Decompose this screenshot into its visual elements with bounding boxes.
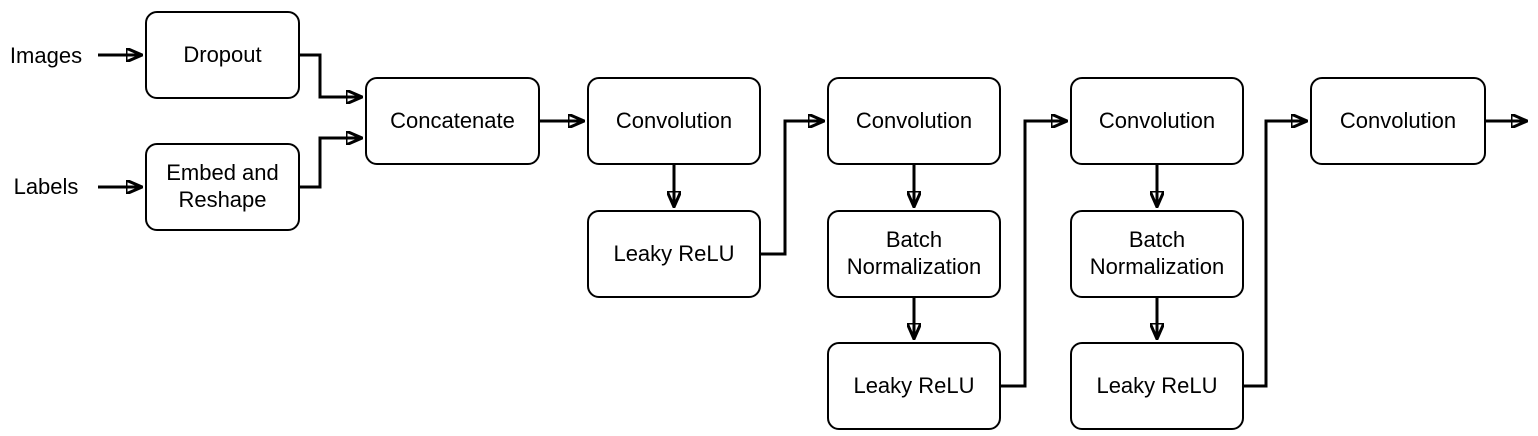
node-label: Leaky ReLU [1096, 372, 1218, 398]
edge-leaky3-to-conv4 [1244, 121, 1306, 388]
node-label: Leaky ReLU [853, 372, 975, 398]
input-label-images: Images [9, 43, 83, 68]
edge-leaky2-to-conv3 [1001, 121, 1066, 388]
node-convolution-4: Convolution [1310, 77, 1486, 165]
node-label: Embed and Reshape [166, 160, 279, 212]
node-label: Convolution [615, 107, 733, 133]
node-label: Dropout [183, 41, 262, 67]
node-concatenate: Concatenate [365, 77, 540, 165]
node-label: Convolution [855, 107, 973, 133]
node-batch-normalization-1: Batch Normalization [827, 210, 1001, 298]
edge-leaky1-to-conv2 [761, 121, 823, 256]
node-batch-normalization-2: Batch Normalization [1070, 210, 1244, 298]
node-embed-and-reshape: Embed and Reshape [145, 143, 300, 231]
node-leaky-relu-3: Leaky ReLU [1070, 342, 1244, 430]
node-label: Batch Normalization [846, 227, 982, 279]
node-label: Leaky ReLU [613, 240, 735, 266]
node-dropout: Dropout [145, 11, 300, 99]
node-leaky-relu-2: Leaky ReLU [827, 342, 1001, 430]
node-label: Convolution [1098, 107, 1216, 133]
edge-dropout-to-concatenate [300, 53, 361, 97]
node-convolution-3: Convolution [1070, 77, 1244, 165]
node-convolution-1: Convolution [587, 77, 761, 165]
node-label: Batch Normalization [1089, 227, 1225, 279]
edge-embed-to-concatenate [300, 138, 361, 189]
input-label-labels: Labels [13, 174, 79, 199]
node-label: Concatenate [390, 107, 515, 133]
node-label: Convolution [1339, 107, 1457, 133]
node-leaky-relu-1: Leaky ReLU [587, 210, 761, 298]
node-convolution-2: Convolution [827, 77, 1001, 165]
